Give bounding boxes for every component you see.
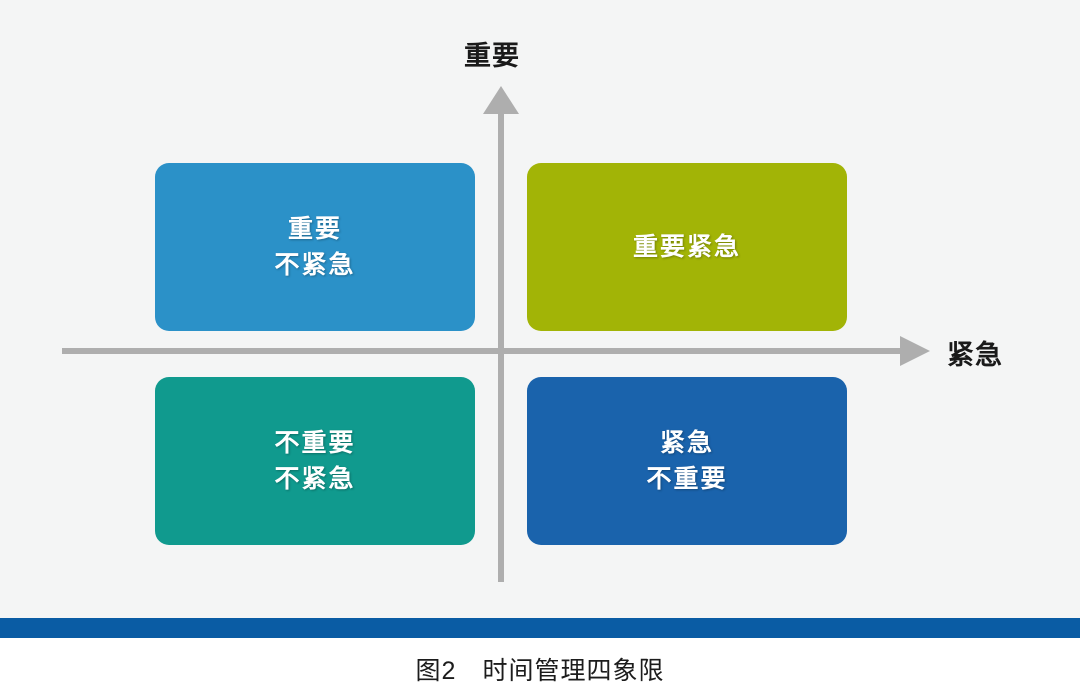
quadrant-important-not-urgent[interactable]: 重要 不紧急 <box>155 163 484 338</box>
vertical-axis-line <box>498 110 504 582</box>
quadrant-shadow-edge <box>842 384 856 552</box>
figure-caption-area: 图2 时间管理四象限 <box>0 638 1080 699</box>
quadrant-shadow-edge <box>470 170 484 338</box>
quadrant-shadow-edge <box>470 384 484 552</box>
vertical-axis-arrow-icon <box>483 86 519 114</box>
quadrant-shadow-edge <box>842 170 856 338</box>
bottom-divider-bar <box>0 618 1080 638</box>
diagram-canvas: 重要 紧急 重要 不紧急 重要紧急 不重要 不紧急 紧急 不重要 <box>0 0 1080 618</box>
quadrant-label-line2: 不紧急 <box>274 465 356 493</box>
quadrant-label-line2: 不重要 <box>646 465 728 493</box>
quadrant-not-important-not-urgent[interactable]: 不重要 不紧急 <box>155 377 484 552</box>
quadrant-label-line2: 不紧急 <box>274 251 356 279</box>
quadrant-label-line1: 不重要 <box>274 428 356 457</box>
figure-caption: 图2 时间管理四象限 <box>415 656 665 685</box>
quadrant-urgent-not-important[interactable]: 紧急 不重要 <box>527 377 856 552</box>
quadrant-important-urgent[interactable]: 重要紧急 <box>527 163 856 338</box>
quadrant-label-line1: 重要 <box>287 214 342 243</box>
horizontal-axis-label: 紧急 <box>947 340 1003 370</box>
vertical-axis-label: 重要 <box>464 41 520 71</box>
horizontal-axis-line <box>62 348 905 354</box>
quadrant-label-line1: 重要紧急 <box>632 232 741 261</box>
quadrant-label-line1: 紧急 <box>659 428 714 457</box>
horizontal-axis-arrow-icon <box>900 336 930 366</box>
